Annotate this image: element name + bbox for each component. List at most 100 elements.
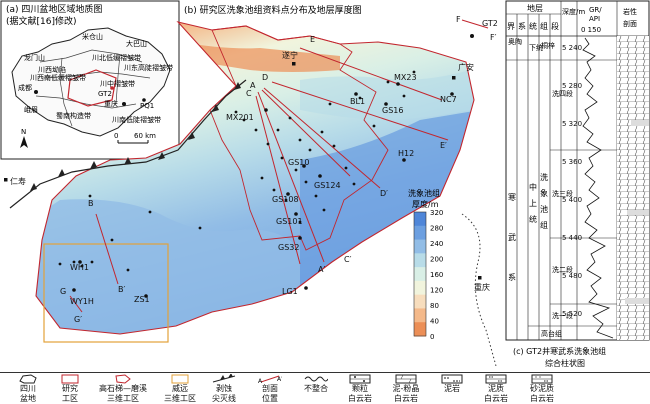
colorbar-tick-label: 40: [430, 318, 439, 326]
region-label: 川西坳陷: [38, 65, 66, 74]
section-label: D: [262, 73, 268, 82]
formation-xixiangchi: 洗: [540, 172, 548, 182]
legend-item-grain-dolomite: 颗粒 白云岩: [336, 374, 384, 404]
column-subtitle: 综合柱状图: [545, 358, 585, 368]
colorbar-swatch: [414, 253, 426, 268]
legend-label: 砂泥质 白云岩: [530, 384, 554, 403]
legend-label: 泥-粉晶 白云岩: [392, 384, 420, 403]
region-label: 米仓山: [82, 32, 103, 41]
header-duan: 段: [551, 21, 559, 31]
well-marker: [294, 212, 298, 216]
gaoshiti-moxi-survey-outline: [209, 25, 389, 251]
well-label: WY1H: [70, 297, 94, 306]
fold-belt-boundary: [35, 95, 137, 109]
lithology-band: [631, 120, 649, 126]
member-label: 洗一段: [552, 311, 573, 320]
north-arrow-icon: [20, 136, 28, 148]
depth-label: 5 360: [562, 158, 582, 166]
well-dot: [142, 98, 146, 102]
inset-title: (a) 四川盆地区域地质图: [6, 3, 102, 15]
colorbar-tick-label: 320: [430, 209, 443, 217]
city-marker: [292, 62, 296, 66]
colorbar-frame: [413, 211, 427, 337]
study-area-inset-outline: [67, 69, 117, 107]
header-gr-scale: 0 150: [581, 26, 601, 34]
legend-item-weiyuan: 威远 三维工区: [156, 374, 204, 404]
section-label: C: [246, 89, 252, 98]
well-label: NC7: [440, 95, 457, 104]
erathem-label: 寒: [508, 192, 516, 202]
well-label: MX23: [394, 73, 417, 82]
region-label: 蜀南构造带: [56, 111, 91, 120]
colorbar-swatch: [414, 294, 426, 309]
section-lines: [69, 19, 489, 313]
well-label: LG1: [282, 287, 298, 296]
unconformity-icon: [304, 376, 328, 382]
legend-item-unconformity: 不整合: [292, 374, 340, 394]
legend-item-basin: 四川 盆地: [4, 374, 52, 404]
colorbar-swatch: [414, 308, 426, 323]
colorbar-tick-label: 80: [430, 302, 439, 310]
legend-label: 剖面 位置: [262, 384, 278, 403]
well-label: ZS1: [134, 295, 150, 304]
city-marker: [4, 178, 8, 182]
tong-middle-upper: 上: [529, 199, 537, 208]
section-label: F: [456, 15, 461, 24]
region-label: 川西南低缓褶皱带: [30, 73, 86, 82]
erathem-label: 系: [508, 272, 516, 282]
formation-xixiangchi: 组: [540, 220, 548, 230]
study-area-box-icon: [61, 374, 79, 384]
well-marker: [304, 286, 308, 290]
depth-label: 5 320: [562, 120, 582, 128]
north-label: N: [21, 128, 26, 136]
mudstone-icon: [441, 374, 463, 384]
well-marker: [78, 260, 82, 264]
colorbar-tick-label: 120: [430, 287, 443, 295]
legend-label: 高石梯—磨溪 三维工区: [99, 384, 147, 403]
colorbar-swatch: [414, 267, 426, 282]
region-label: 川东高陡褶皱带: [124, 63, 173, 72]
svg-text:A′: A′: [277, 376, 282, 383]
lithology-fill: [617, 36, 649, 340]
member-label: 洗三段: [552, 189, 573, 198]
depth-label: 5 400: [562, 196, 582, 204]
column-title: (c) GT2井寒武系洗象池组: [513, 346, 606, 356]
well-label: GS124: [314, 181, 341, 190]
micrite-dolomite-icon: [395, 374, 417, 384]
city-label: 重庆: [474, 282, 490, 292]
sandy-dolomite-icon: [531, 374, 553, 384]
tong-lower: 下统: [529, 43, 543, 52]
section-label: C′: [344, 255, 352, 264]
depth-label: 5 480: [562, 272, 582, 280]
header-gr: GR/: [589, 6, 602, 14]
header-lith2: 剖面: [623, 19, 637, 28]
region-label: 龙门山: [24, 53, 45, 62]
colorbar-unit: 厚度/m: [412, 199, 439, 209]
system-ordovician: 奥陶: [508, 37, 522, 46]
colorbar-tick-label: 200: [430, 256, 443, 264]
well-marker: [286, 192, 290, 196]
section-label: G′: [74, 315, 82, 324]
depth-label: 5 520: [562, 310, 582, 318]
header-lith: 岩性: [623, 7, 637, 16]
well-label: WH1: [70, 263, 89, 272]
fold-belt-boundary: [115, 53, 121, 105]
section-label: D′: [380, 189, 388, 198]
city-label: 成都: [18, 83, 32, 92]
well-marker: [264, 108, 268, 112]
section-label: A′: [318, 265, 325, 274]
colorbar-swatch: [414, 212, 426, 227]
colorbar-swatch: [414, 280, 426, 296]
well-marker: [318, 174, 322, 178]
pinchout-teeth: [30, 82, 241, 191]
section-label: B′: [118, 285, 125, 294]
region-label: 大巴山: [126, 39, 147, 48]
formation-gaotai: 高台组: [541, 329, 562, 338]
well-marker: [72, 288, 76, 292]
well-label: GS101: [276, 217, 303, 226]
colorbar-swatch: [414, 225, 426, 241]
header-jie: 界: [507, 22, 515, 31]
legend-label: 泥岩: [444, 384, 460, 393]
tong-middle-upper: 中: [529, 182, 537, 192]
